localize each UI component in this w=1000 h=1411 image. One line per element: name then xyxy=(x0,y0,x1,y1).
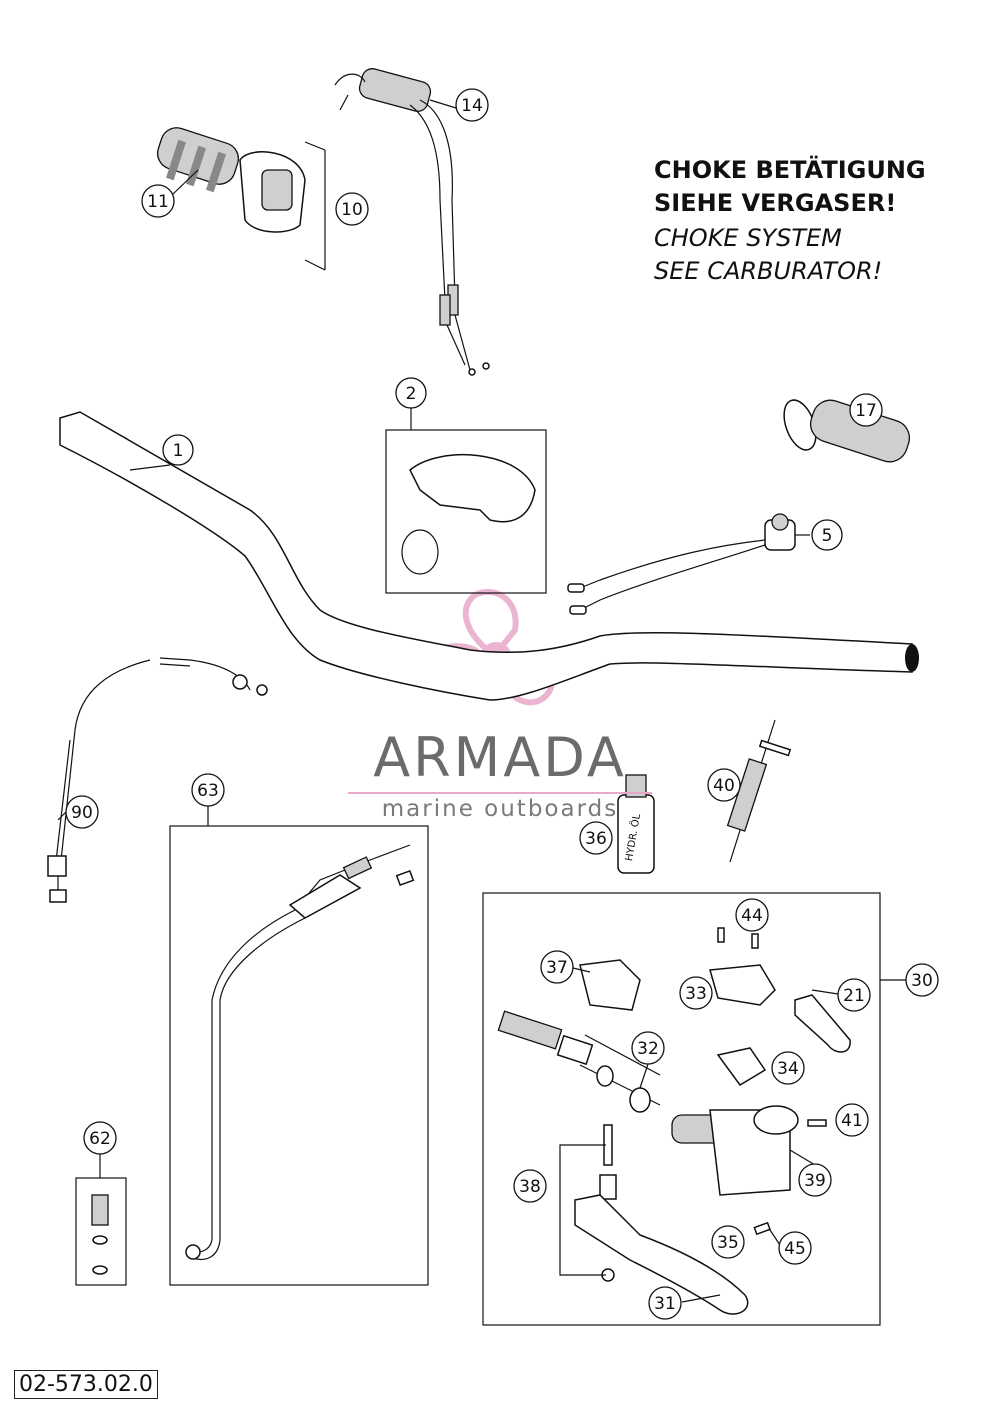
svg-text:5: 5 xyxy=(822,526,833,546)
svg-text:10: 10 xyxy=(341,200,363,220)
callout-39: 39 xyxy=(789,1149,832,1197)
svg-text:31: 31 xyxy=(654,1294,676,1314)
svg-text:1: 1 xyxy=(173,441,184,461)
callout-32: 32 xyxy=(631,1031,665,1089)
callout-35: 35 xyxy=(711,1225,745,1259)
svg-text:39: 39 xyxy=(804,1171,826,1191)
callout-40: 40 xyxy=(707,768,741,802)
throttle-housing xyxy=(239,141,326,271)
handlebar-pad-box xyxy=(385,429,547,594)
svg-text:40: 40 xyxy=(713,776,735,796)
callout-31: 31 xyxy=(648,1286,721,1320)
callout-1: 1 xyxy=(129,434,194,471)
callout-90: 90 xyxy=(57,795,99,829)
watermark-divider xyxy=(348,792,652,794)
watermark-name: ARMADA xyxy=(373,726,627,789)
kill-switch xyxy=(567,513,796,615)
small-parts-box xyxy=(75,1177,127,1286)
handlebar xyxy=(59,411,919,701)
svg-text:63: 63 xyxy=(197,781,219,801)
callout-2: 2 xyxy=(395,377,427,430)
callout-33: 33 xyxy=(679,976,713,1010)
choke-note-german-line1: CHOKE BETÄTIGUNG xyxy=(654,156,926,184)
svg-text:34: 34 xyxy=(777,1059,799,1079)
hydraulic-oil-bottle: HYDR. ÖL xyxy=(617,774,655,874)
callout-11: 11 xyxy=(141,169,199,218)
svg-text:45: 45 xyxy=(784,1239,806,1259)
callout-21: 21 xyxy=(811,978,871,1012)
document-id: 02-573.02.0 xyxy=(14,1370,158,1399)
callout-38: 38 xyxy=(513,1169,547,1203)
choke-note-german-line2: SIEHE VERGASER! xyxy=(654,189,897,217)
callout-17: 17 xyxy=(849,393,883,427)
svg-text:35: 35 xyxy=(717,1233,739,1253)
svg-text:21: 21 xyxy=(843,986,865,1006)
svg-text:33: 33 xyxy=(685,984,707,1004)
callout-34: 34 xyxy=(771,1051,805,1085)
svg-text:37: 37 xyxy=(546,958,568,978)
svg-text:38: 38 xyxy=(519,1177,541,1197)
svg-text:2: 2 xyxy=(406,384,417,404)
callout-14: 14 xyxy=(429,88,489,122)
svg-text:32: 32 xyxy=(637,1039,659,1059)
svg-text:17: 17 xyxy=(855,401,877,421)
svg-text:90: 90 xyxy=(71,803,93,823)
svg-text:62: 62 xyxy=(89,1129,111,1149)
choke-note-german: CHOKE BETÄTIGUNG SIEHE VERGASER! xyxy=(654,154,926,220)
clutch-hose-box xyxy=(169,825,429,1286)
left-grip xyxy=(783,399,911,463)
callout-37: 37 xyxy=(540,950,591,984)
watermark-subtitle: marine outboards xyxy=(381,796,619,822)
svg-text:36: 36 xyxy=(585,829,607,849)
throttle-cables xyxy=(334,68,490,376)
master-cylinder-box xyxy=(482,892,906,1326)
throttle-grip xyxy=(156,127,240,193)
callout-41: 41 xyxy=(835,1103,869,1137)
choke-note-english-line2: SEE CARBURATOR! xyxy=(654,257,883,285)
callout-5: 5 xyxy=(795,519,843,551)
callout-44: 44 xyxy=(735,898,769,932)
choke-note-english-line1: CHOKE SYSTEM xyxy=(654,224,842,252)
hot-start-cable xyxy=(47,657,268,903)
callout-63: 63 xyxy=(191,773,225,826)
grease-syringe xyxy=(726,719,792,863)
svg-text:14: 14 xyxy=(461,96,483,116)
callout-10: 10 xyxy=(335,192,369,226)
choke-note-english: CHOKE SYSTEM SEE CARBURATOR! xyxy=(654,222,882,288)
callout-30: 30 xyxy=(905,963,939,997)
callout-36: 36 xyxy=(579,821,613,855)
svg-text:30: 30 xyxy=(911,971,933,991)
svg-text:11: 11 xyxy=(147,192,169,212)
callout-62: 62 xyxy=(83,1121,117,1178)
svg-text:44: 44 xyxy=(741,906,763,926)
svg-text:41: 41 xyxy=(841,1111,863,1131)
callout-45: 45 xyxy=(769,1229,812,1265)
